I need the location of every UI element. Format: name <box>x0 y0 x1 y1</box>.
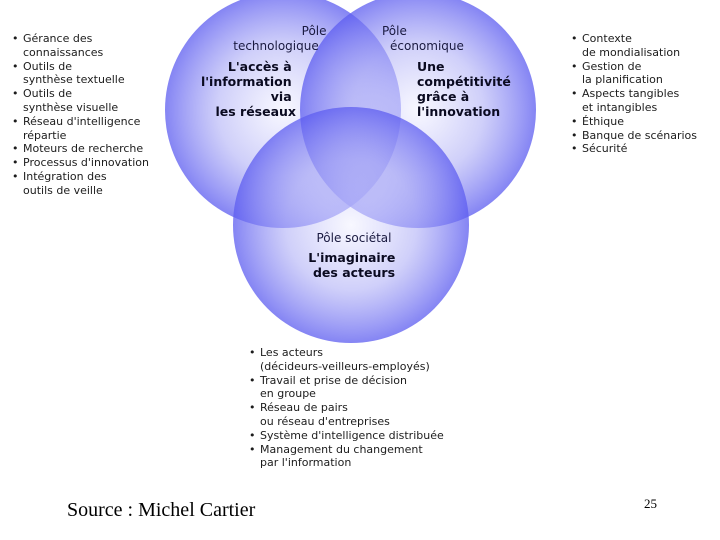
list-item: Gestion de la planification <box>571 60 697 88</box>
list-item: Réseau de pairs ou réseau d'entreprises <box>249 401 444 429</box>
source-caption: Source : Michel Cartier <box>67 499 256 521</box>
list-item: Outils de synthèse textuelle <box>12 60 149 88</box>
list-item: Outils de synthèse visuelle <box>12 87 149 115</box>
list-item: Gérance des connaissances <box>12 32 149 60</box>
list-item: Intégration des outils de veille <box>12 170 149 198</box>
tech-features-list: Gérance des connaissances Outils de synt… <box>12 32 149 198</box>
list-item: Travail et prise de décision en groupe <box>249 374 444 402</box>
list-item: Contexte de mondialisation <box>571 32 697 60</box>
circle-societal <box>233 107 469 343</box>
list-item: Aspects tangibles et intangibles <box>571 87 697 115</box>
eco-features-list: Contexte de mondialisation Gestion de la… <box>571 32 697 156</box>
page-number: 25 <box>644 496 657 511</box>
tech-pole-label: Pôle technologique <box>233 24 330 53</box>
list-item: Moteurs de recherche <box>12 142 149 156</box>
soc-main-text: L'imaginaire des acteurs <box>308 250 399 280</box>
list-item: Système d'intelligence distribuée <box>249 429 444 443</box>
tech-main-text: L'accès à l'information via les réseaux <box>201 59 296 119</box>
eco-main-text: Une compétitivité grâce à l'innovation <box>417 59 515 119</box>
list-item: Éthique <box>571 115 697 129</box>
list-item: Processus d'innovation <box>12 156 149 170</box>
list-item: Réseau d'intelligence répartie <box>12 115 149 143</box>
list-item: Banque de scénarios <box>571 129 697 143</box>
list-item: Les acteurs (décideurs-veilleurs-employé… <box>249 346 444 374</box>
list-item: Management du changement par l'informati… <box>249 443 444 471</box>
eco-pole-label: Pôle économique <box>382 24 464 53</box>
soc-features-list: Les acteurs (décideurs-veilleurs-employé… <box>249 346 444 470</box>
soc-pole-label: Pôle sociétal <box>317 231 392 245</box>
list-item: Sécurité <box>571 142 697 156</box>
